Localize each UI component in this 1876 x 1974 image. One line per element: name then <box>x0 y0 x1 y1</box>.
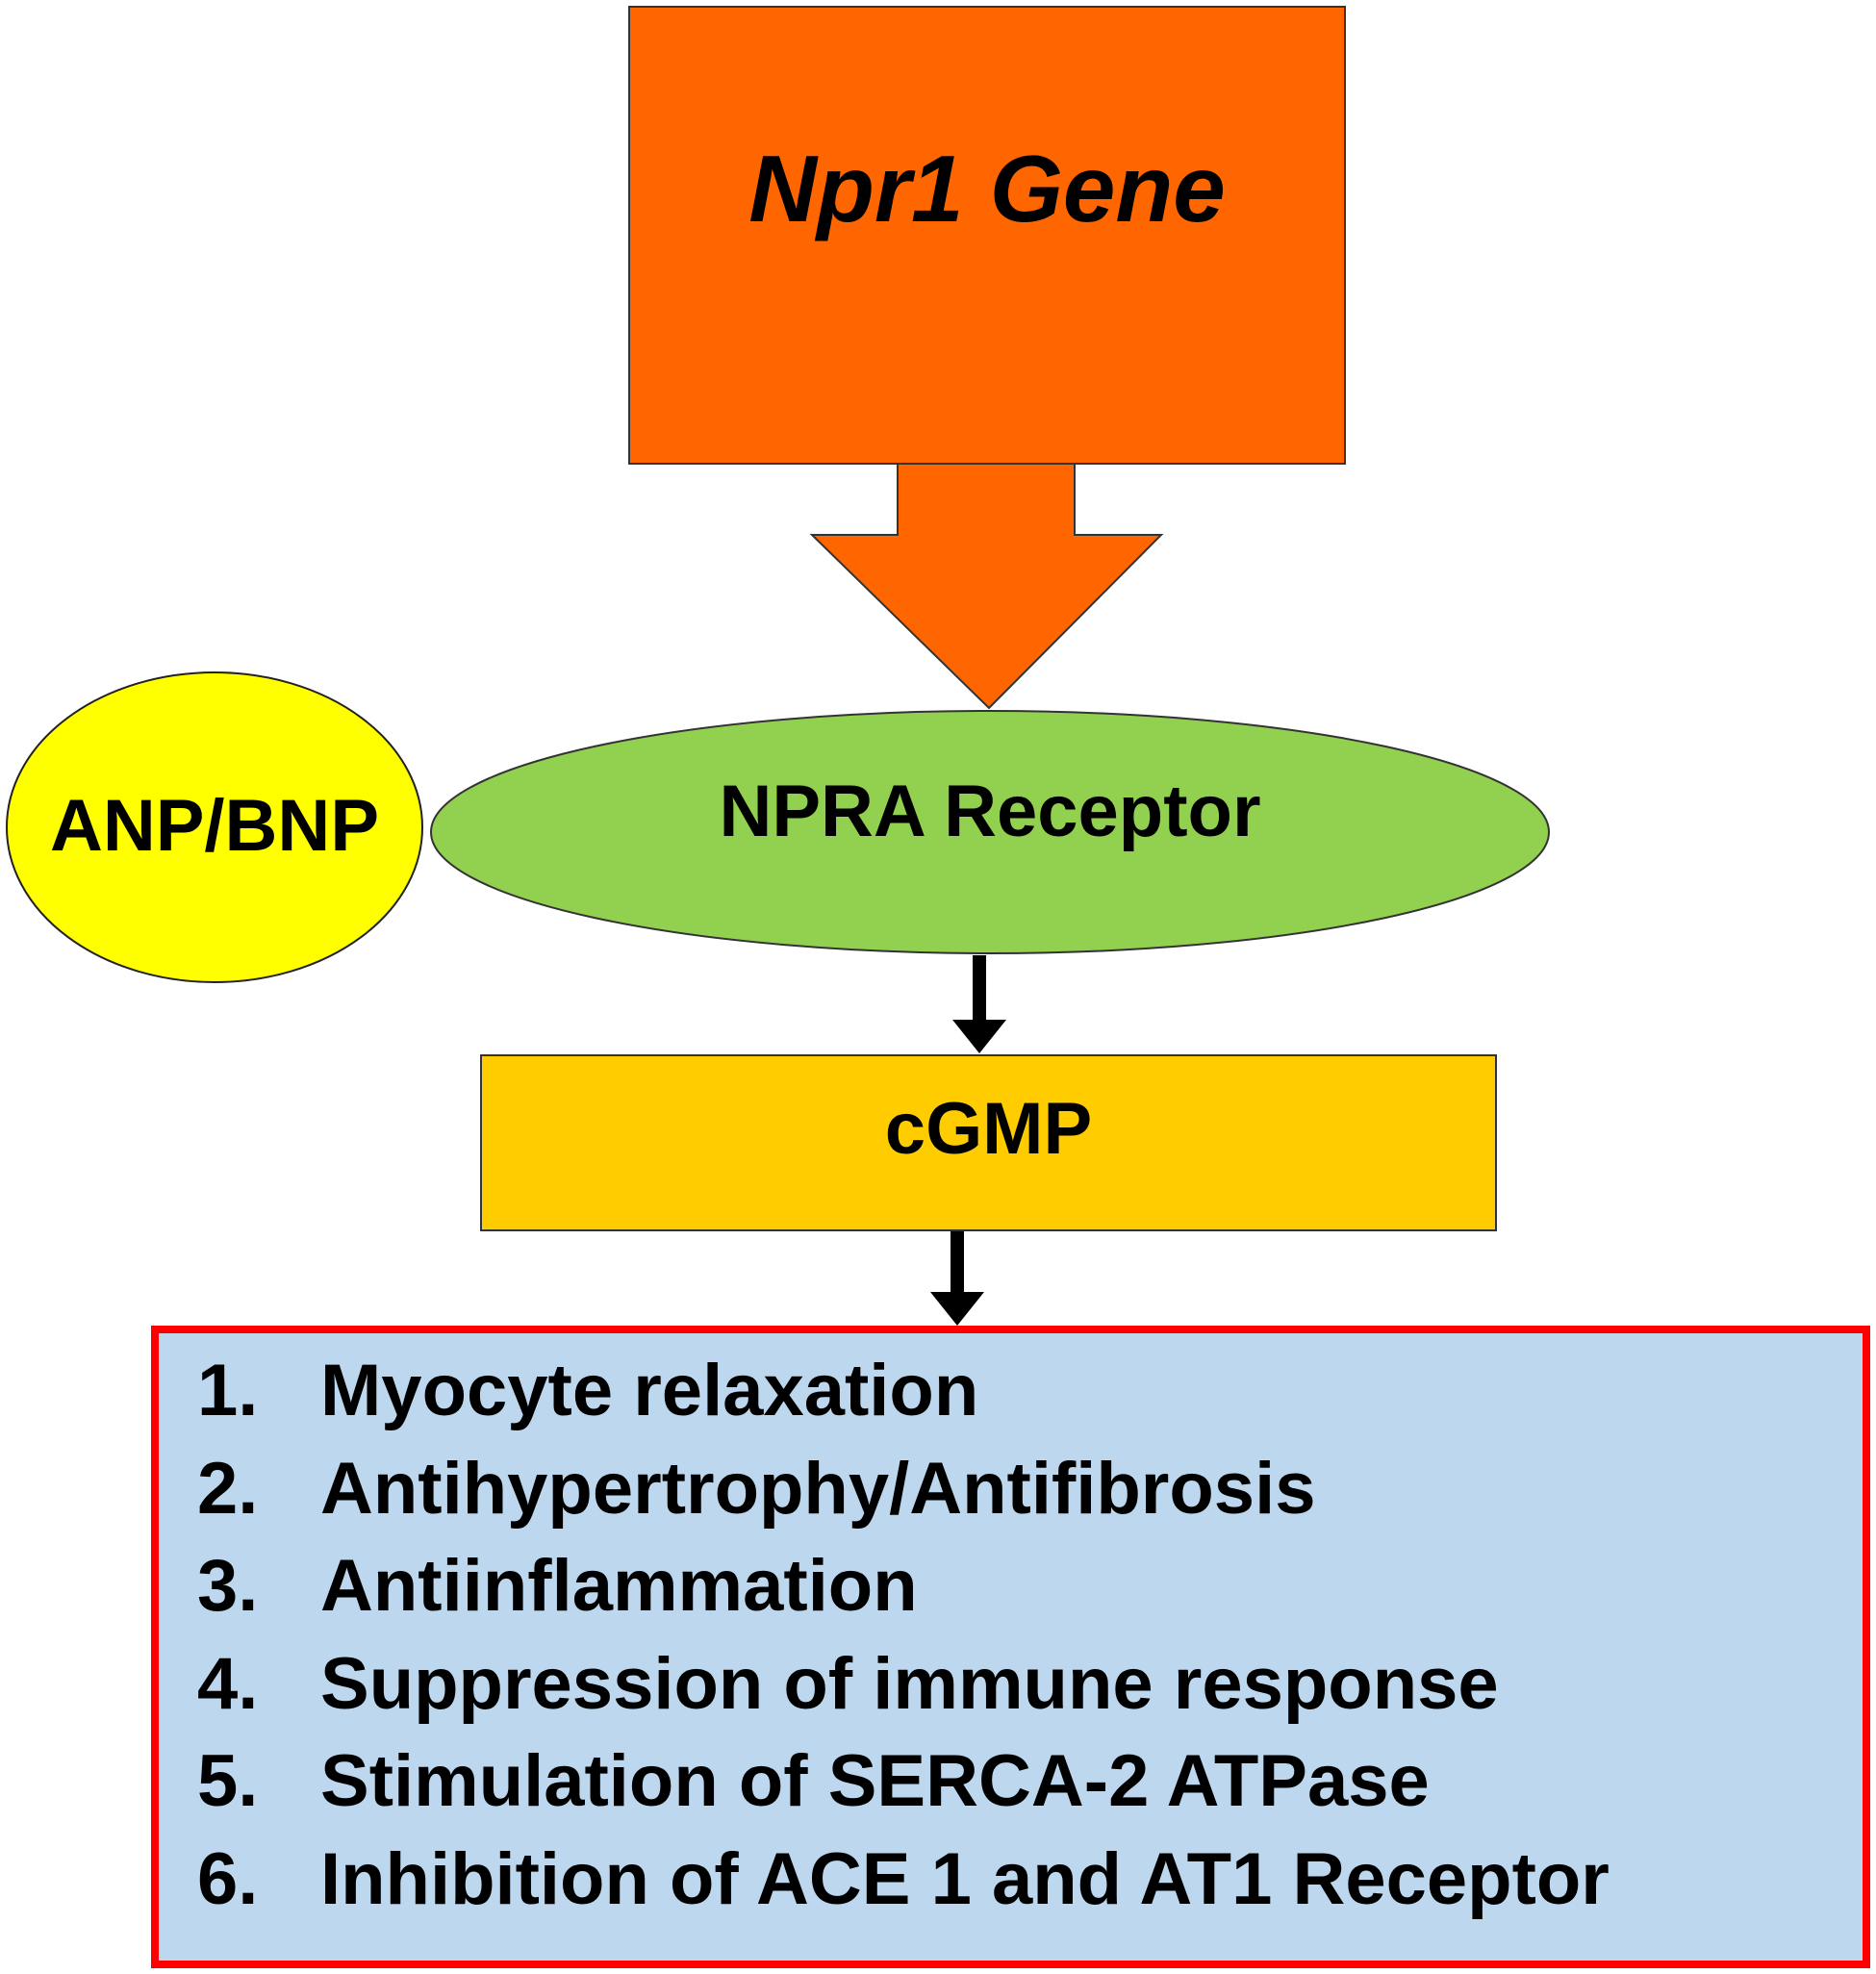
item-number: 6. <box>197 1837 259 1920</box>
list-item: 1. Myocyte relaxation <box>159 1342 1862 1440</box>
arrow-receptor-to-cgmp <box>952 955 1006 1053</box>
item-text: Antihypertrophy/Antifibrosis <box>320 1447 1316 1530</box>
messenger-label: cGMP <box>884 1088 1093 1170</box>
list-item: 4. Suppression of immune response <box>159 1635 1862 1734</box>
item-text: Stimulation of SERCA-2 ATPase <box>320 1740 1430 1822</box>
list-item: 6. Inhibition of ACE 1 and AT1 Receptor <box>159 1831 1862 1929</box>
item-text: Antiinflammation <box>320 1545 918 1627</box>
item-text: Suppression of immune response <box>320 1642 1499 1725</box>
item-number: 5. <box>197 1740 259 1822</box>
ligand-ellipse <box>6 671 423 983</box>
item-number: 1. <box>197 1350 259 1431</box>
receptor-ellipse <box>430 710 1550 954</box>
item-text: Inhibition of ACE 1 and AT1 Receptor <box>320 1837 1610 1920</box>
gene-label: Npr1 Gene <box>748 136 1226 241</box>
gene-box <box>628 6 1346 465</box>
ligand-label: ANP/BNP <box>49 785 380 867</box>
gene-arrow <box>809 463 1164 710</box>
effects-list: 1. Myocyte relaxation 2. Antihypertrophy/A… <box>159 1342 1862 1928</box>
item-number: 4. <box>197 1642 259 1725</box>
item-number: 2. <box>197 1447 259 1530</box>
receptor-label: NPRA Receptor <box>719 771 1261 852</box>
item-text: Myocyte relaxation <box>320 1350 979 1431</box>
arrow-cgmp-to-effects <box>930 1231 984 1326</box>
cgmp-box <box>480 1054 1497 1231</box>
effects-box <box>151 1326 1870 1968</box>
list-item: 3. Antiinflammation <box>159 1537 1862 1635</box>
list-item: 2. Antihypertrophy/Antifibrosis <box>159 1440 1862 1538</box>
item-number: 3. <box>197 1545 259 1627</box>
list-item: 5. Stimulation of SERCA-2 ATPase <box>159 1733 1862 1831</box>
